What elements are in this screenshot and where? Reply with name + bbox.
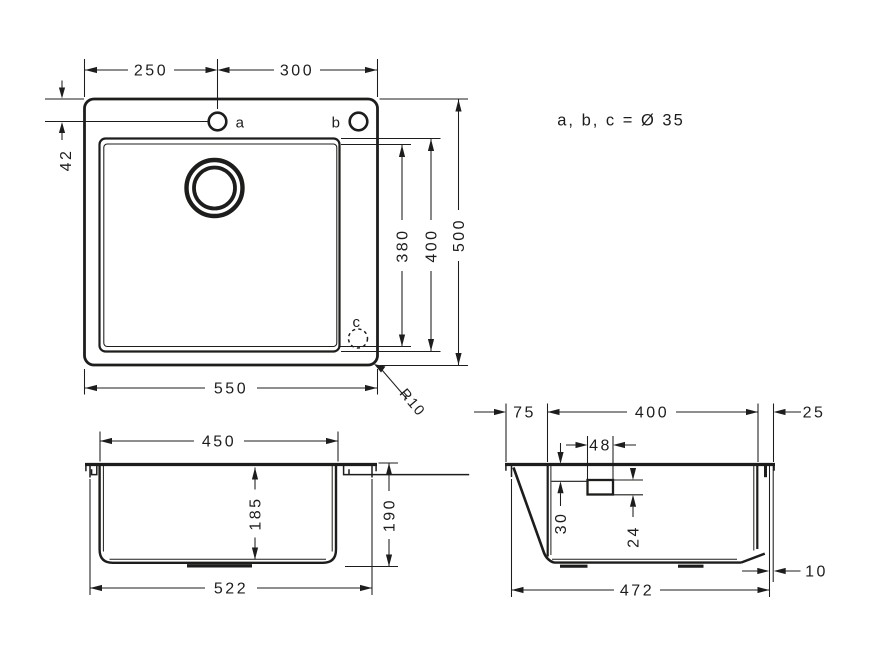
dim-30-label: 30 <box>553 512 570 535</box>
front-body-inner-lines <box>102 466 333 560</box>
bowl-inner-edge <box>103 143 338 348</box>
hole-a-label: a <box>236 115 245 132</box>
side-bottom <box>554 552 766 564</box>
side-view-dimension-lines <box>474 403 801 597</box>
dim-250-label: 250 <box>134 63 168 80</box>
tap-hole-b <box>348 111 369 132</box>
hole-diameter-note: a, b, c = Ø 35 <box>557 112 685 130</box>
side-view: 75 400 25 48 30 24 10 472 <box>474 403 828 600</box>
bowl-outline <box>98 137 341 353</box>
hole-c-label: c <box>353 314 361 331</box>
front-body-outline <box>98 466 338 564</box>
side-view-arrowheads <box>494 408 786 594</box>
dim-25-label: 25 <box>803 405 826 422</box>
side-inner-lines <box>550 466 755 560</box>
sink-outline <box>83 97 379 367</box>
dim-550-label: 550 <box>214 381 248 398</box>
front-view-arrowheads <box>90 437 393 592</box>
overflow-opening <box>586 478 615 496</box>
dim-450-label: 450 <box>202 434 236 451</box>
drain-outer-ring <box>184 157 245 219</box>
dim-r10-label: R10 <box>396 386 428 420</box>
top-view: 250 300 42 550 380 400 500 R10 a b c <box>45 59 468 420</box>
dim-75-label: 75 <box>513 405 536 422</box>
hole-b-label: b <box>332 115 341 132</box>
dim-185-label: 185 <box>248 496 265 530</box>
dim-10-label: 10 <box>805 564 828 581</box>
dim-500-label: 500 <box>451 218 468 252</box>
dim-48-label: 48 <box>589 438 612 455</box>
front-view-dimension-lines <box>89 431 398 595</box>
dim-400-side-label: 400 <box>635 405 669 422</box>
front-view: 450 185 190 522 <box>85 431 470 598</box>
front-rim-details <box>85 463 470 478</box>
tap-hole-a <box>207 111 228 132</box>
dim-400-label: 400 <box>424 228 441 262</box>
dim-42-label: 42 <box>58 149 75 172</box>
dim-380-label: 380 <box>395 228 412 262</box>
top-view-dimension-lines <box>45 59 468 400</box>
optional-hole-c <box>347 328 369 349</box>
dim-522-label: 522 <box>214 581 248 598</box>
dim-24-label: 24 <box>626 525 643 548</box>
side-rim-details <box>505 463 775 477</box>
drain-inner-ring <box>192 165 237 211</box>
side-front-apron <box>512 467 555 564</box>
dim-300-label: 300 <box>280 63 314 80</box>
dim-190-label: 190 <box>382 498 399 532</box>
dim-472-label: 472 <box>620 583 654 600</box>
